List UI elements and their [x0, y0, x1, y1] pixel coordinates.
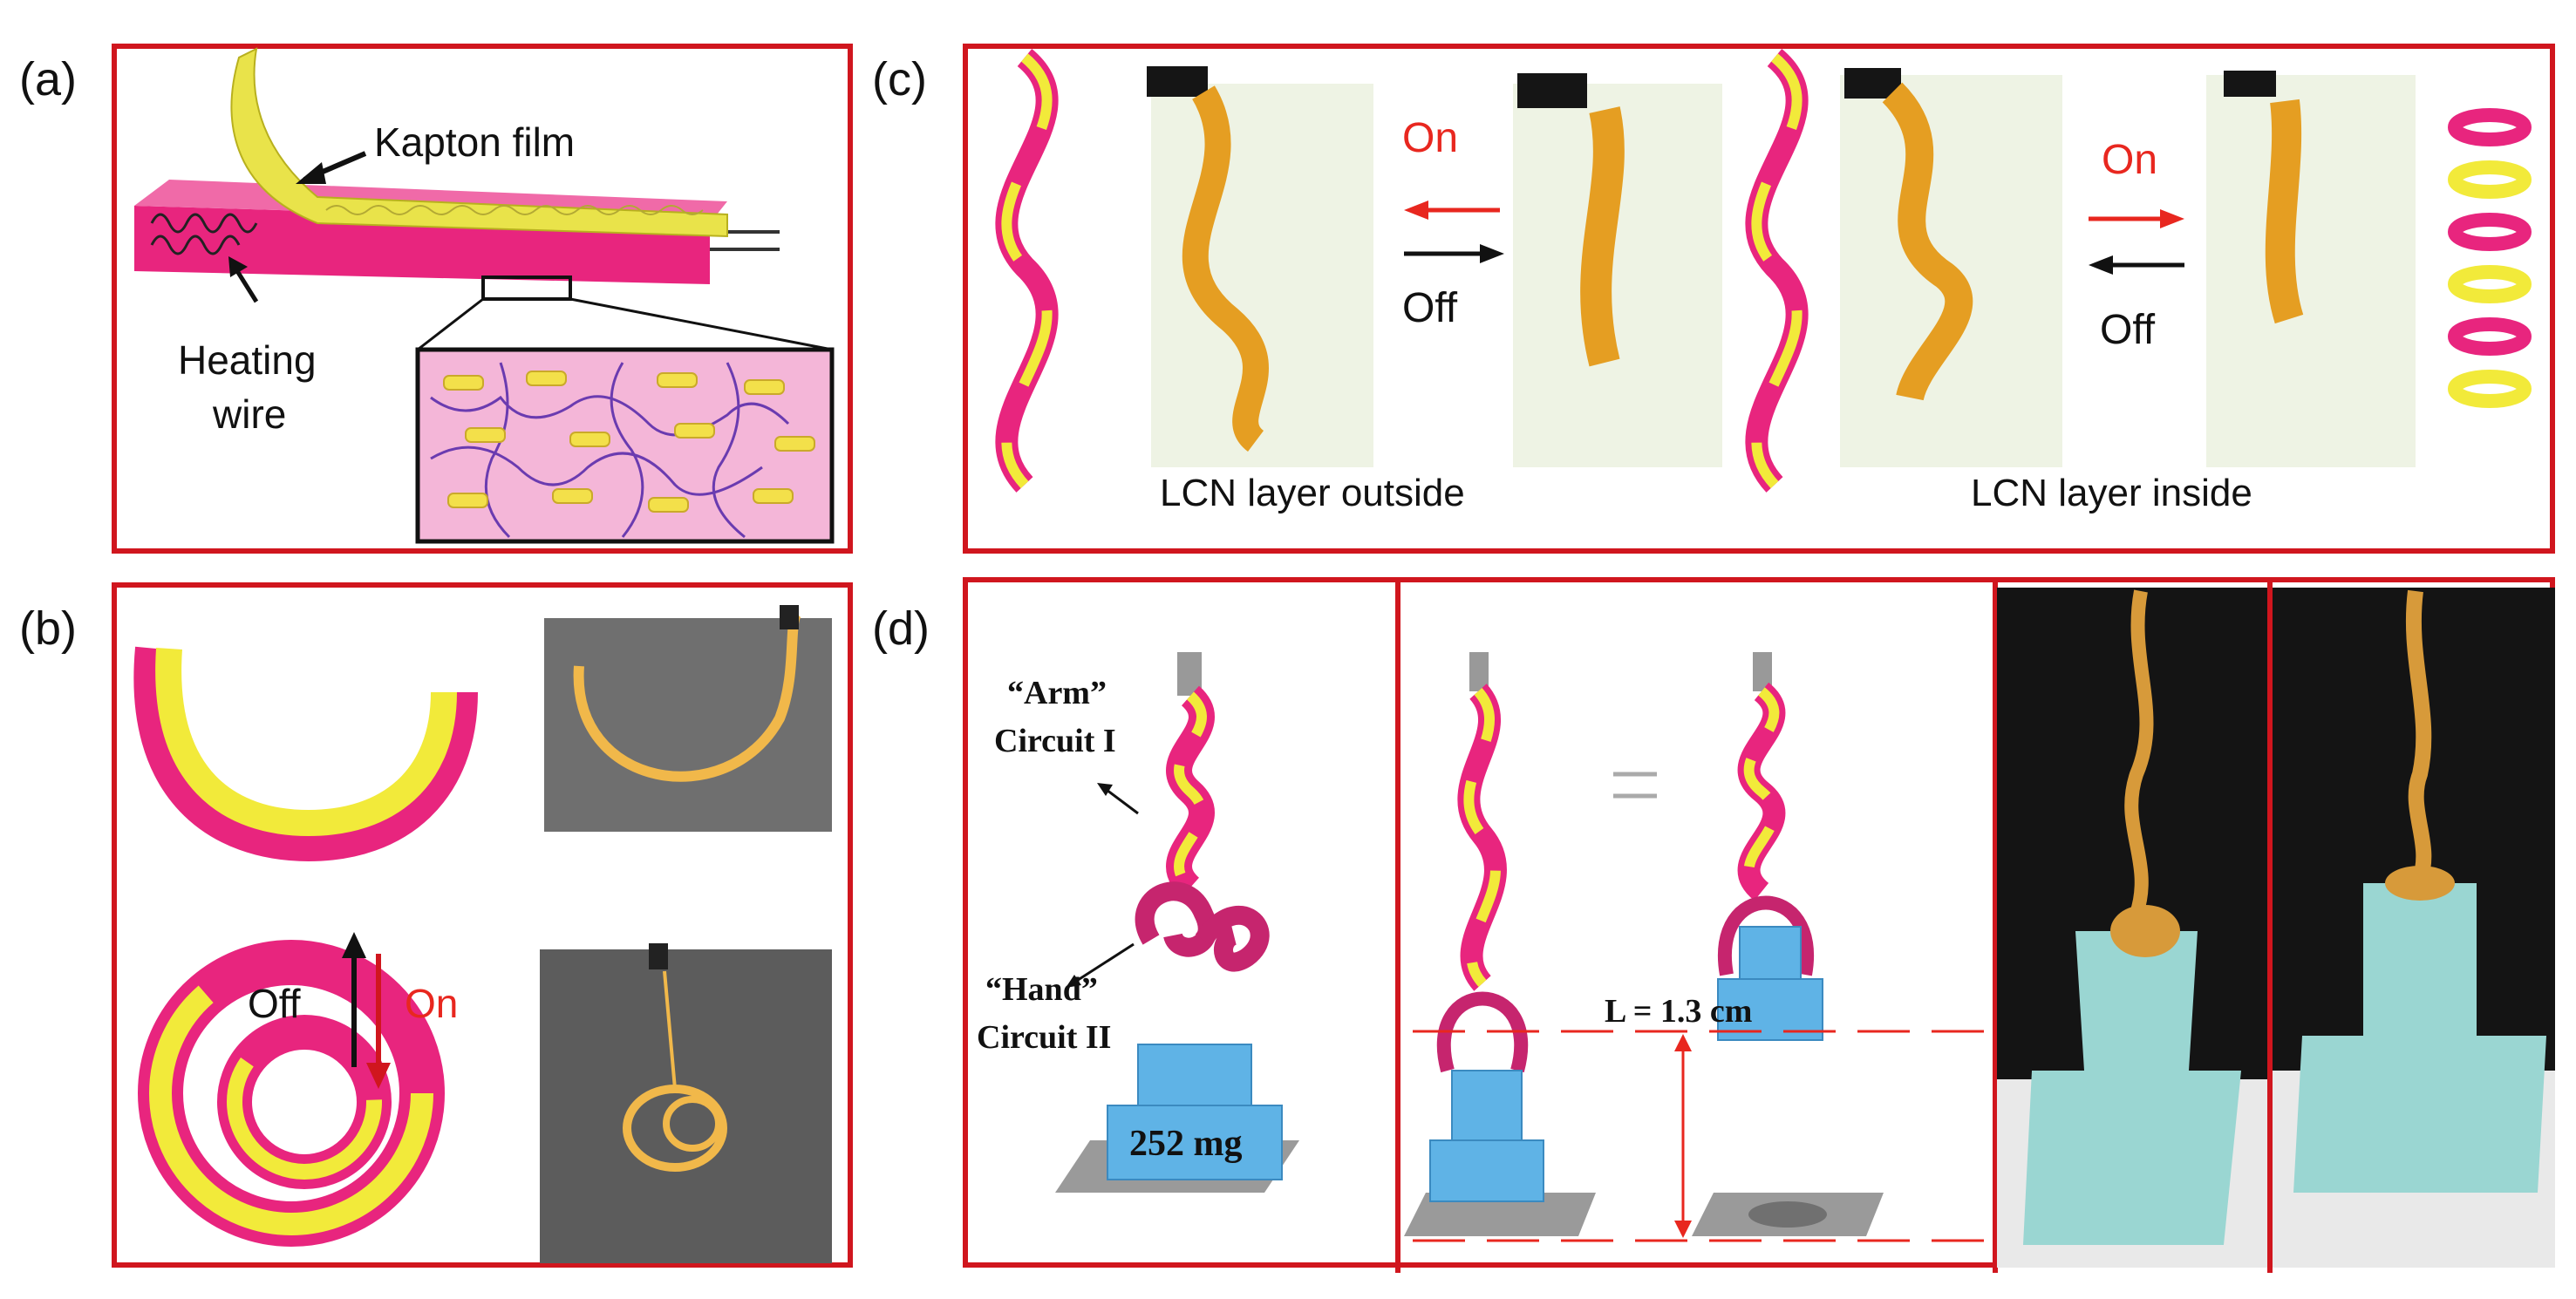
mass-label: 252 mg [1129, 1124, 1243, 1164]
kapton-film-label: Kapton film [374, 119, 576, 165]
panel-b-on-label: On [405, 981, 459, 1026]
heating-wire-label-line1: Heating [178, 337, 317, 383]
panel-a: Kapton film Heating wire [112, 44, 853, 554]
panel-c-right-on-label: On [2102, 137, 2158, 183]
panel-b-label: (b) [19, 602, 77, 655]
panel-d-divider-1 [1395, 582, 1400, 1273]
panel-c-left-on-label: On [1402, 115, 1459, 161]
panel-d: “Arm” Circuit I “Hand” Circuit II 252 mg… [963, 577, 2555, 1273]
panel-c-caption-right: LCN layer inside [1971, 472, 2252, 514]
panel-a-label: (a) [19, 53, 77, 105]
panel-d-drawing [1055, 588, 2555, 1268]
hand-label-line2: Circuit II [977, 1019, 1112, 1056]
panel-d-label: (d) [872, 602, 930, 655]
panel-d-divider-3 [2267, 582, 2273, 1273]
panel-b-drawing [133, 605, 832, 1263]
panel-c: On Off On Off LCN layer outside LCN laye… [963, 44, 2555, 554]
heating-wire-label-line2: wire [213, 391, 287, 437]
panel-b-off-label: Off [248, 981, 301, 1026]
panel-d-divider-2 [1993, 582, 1998, 1273]
panel-c-caption-left: LCN layer outside [1160, 472, 1465, 514]
panel-c-right-off-label: Off [2100, 307, 2156, 353]
distance-label: L = 1.3 cm [1605, 993, 1753, 1030]
panel-c-left-off-label: Off [1402, 285, 1458, 331]
hand-label-line1: “Hand” [985, 971, 1098, 1008]
panel-a-drawing [134, 47, 835, 544]
panel-c-drawing [995, 48, 2532, 493]
arm-label-line1: “Arm” [1007, 675, 1107, 711]
panel-b: Off On [112, 582, 853, 1268]
arm-label-line2: Circuit I [994, 723, 1116, 759]
panel-c-label: (c) [872, 53, 927, 105]
